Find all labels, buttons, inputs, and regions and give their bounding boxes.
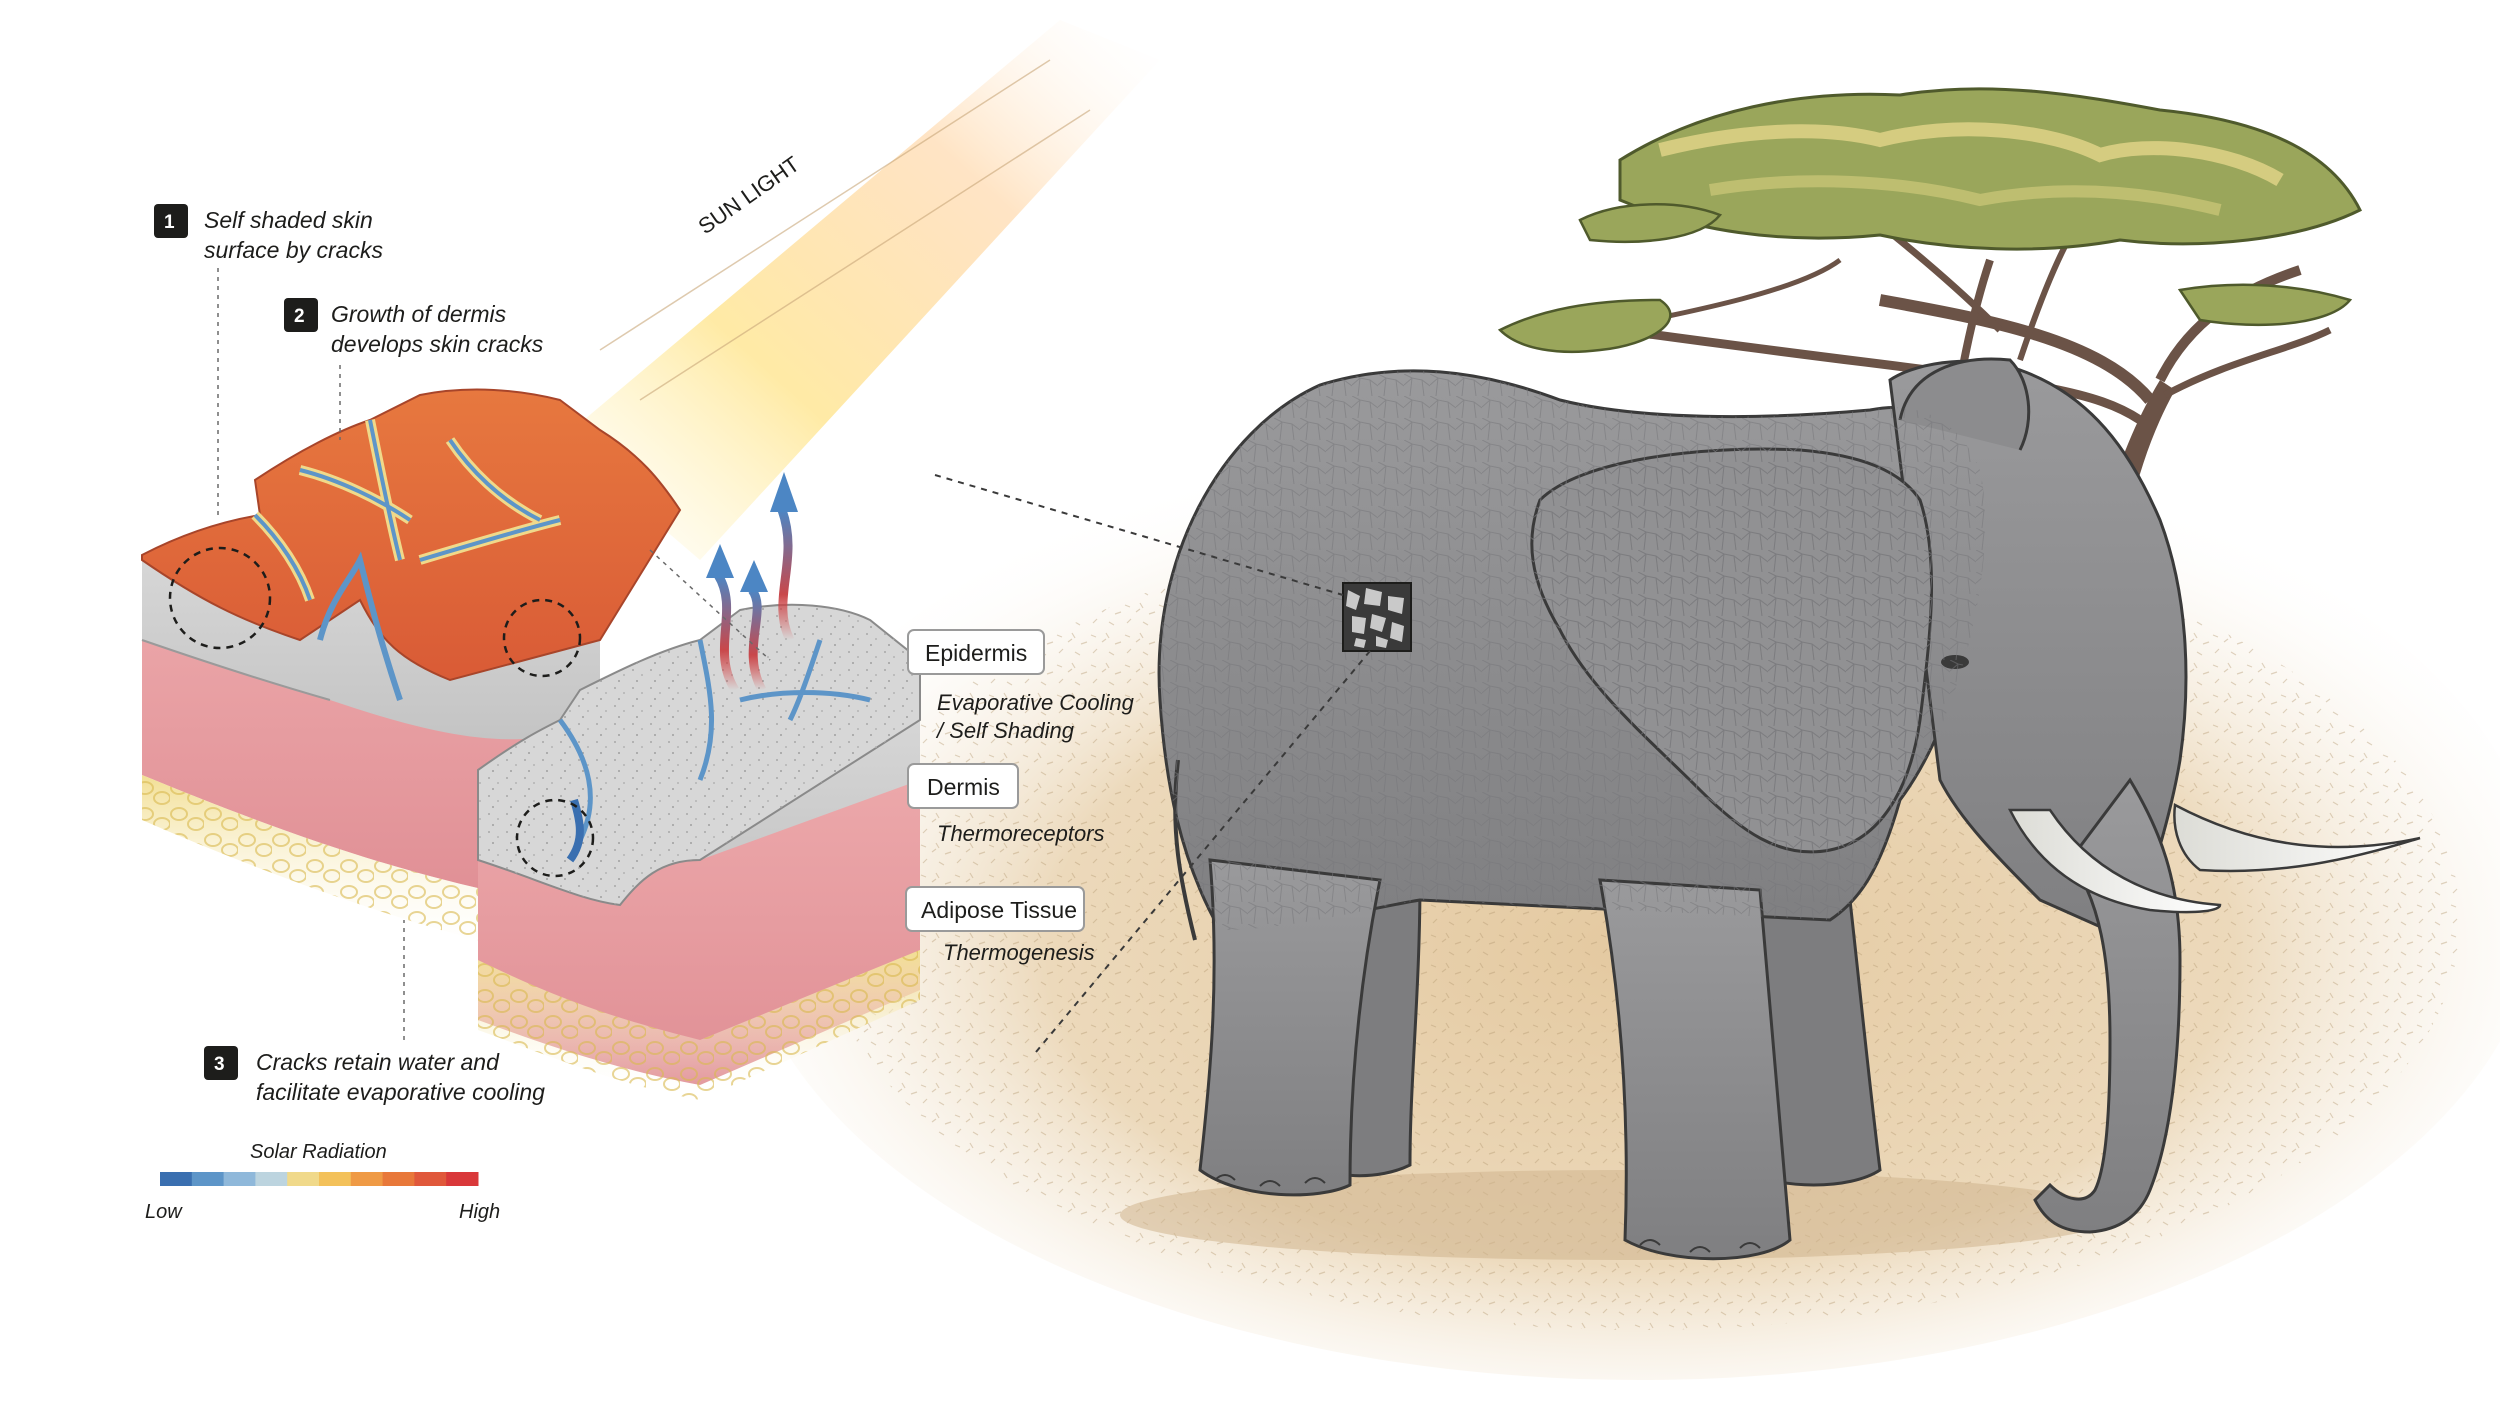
- legend-swatch: [382, 1172, 415, 1186]
- elephant-shadow: [1120, 1170, 2120, 1260]
- sunlight-beam: [560, 20, 1160, 560]
- skin-block-heated: [141, 388, 682, 960]
- layer-function-epidermis-2: / Self Shading: [935, 718, 1075, 743]
- callout-2: 2 Growth of dermis develops skin cracks: [284, 298, 544, 357]
- legend-swatch: [319, 1172, 352, 1186]
- callout-1: 1 Self shaded skin surface by cracks: [154, 204, 383, 263]
- layer-function-adipose: Thermogenesis: [943, 940, 1095, 965]
- legend-swatch: [160, 1172, 193, 1186]
- elephant: [1157, 357, 2421, 1261]
- callout-2-badge: 2: [284, 298, 318, 332]
- layer-function-epidermis-1: Evaporative Cooling: [937, 690, 1135, 715]
- legend-high-label: High: [459, 1201, 500, 1223]
- svg-text:2: 2: [294, 306, 305, 327]
- heat-release-arrows: [706, 472, 798, 693]
- layer-name-epidermis: Epidermis: [925, 640, 1027, 666]
- legend-title: Solar Radiation: [250, 1141, 387, 1163]
- layer-name-adipose: Adipose Tissue: [921, 897, 1077, 923]
- sunlight-label: SUN LIGHT: [694, 151, 804, 239]
- callout-1-line2: surface by cracks: [204, 237, 383, 263]
- callout-1-line1: Self shaded skin: [204, 207, 373, 233]
- svg-text:1: 1: [164, 212, 175, 233]
- skin-zoom-marker: [934, 474, 1412, 1053]
- legend-swatch: [287, 1172, 320, 1186]
- legend-swatch: [255, 1172, 288, 1186]
- svg-text:3: 3: [214, 1054, 225, 1075]
- legend-swatch: [191, 1172, 225, 1186]
- layer-tag-epidermis: Epidermis: [907, 629, 1045, 675]
- sunlight-to-skin-leader: [649, 549, 771, 661]
- callout-2-line2: develops skin cracks: [331, 331, 544, 357]
- legend-swatch: [350, 1172, 384, 1186]
- legend-swatch: [223, 1172, 256, 1186]
- legend-color-bar: [160, 1172, 479, 1186]
- solar-radiation-legend: Solar Radiation Low High: [145, 1141, 500, 1223]
- callout-3-line1: Cracks retain water and: [256, 1049, 500, 1075]
- legend-low-label: Low: [145, 1201, 183, 1223]
- callout-3: 3 Cracks retain water and facilitate eva…: [204, 1046, 545, 1105]
- callout-1-badge: 1: [154, 204, 188, 238]
- callout-2-line1: Growth of dermis: [331, 301, 507, 327]
- legend-swatch: [446, 1172, 479, 1186]
- layer-function-dermis: Thermoreceptors: [937, 821, 1105, 846]
- callout-3-line2: facilitate evaporative cooling: [256, 1079, 545, 1105]
- callout-3-badge: 3: [204, 1046, 238, 1080]
- legend-swatch: [414, 1172, 447, 1186]
- skin-block-cooled: [477, 603, 921, 1100]
- layer-name-dermis: Dermis: [927, 774, 1000, 800]
- layer-tag-dermis: Dermis: [907, 763, 1019, 809]
- layer-tag-adipose: Adipose Tissue: [905, 886, 1085, 932]
